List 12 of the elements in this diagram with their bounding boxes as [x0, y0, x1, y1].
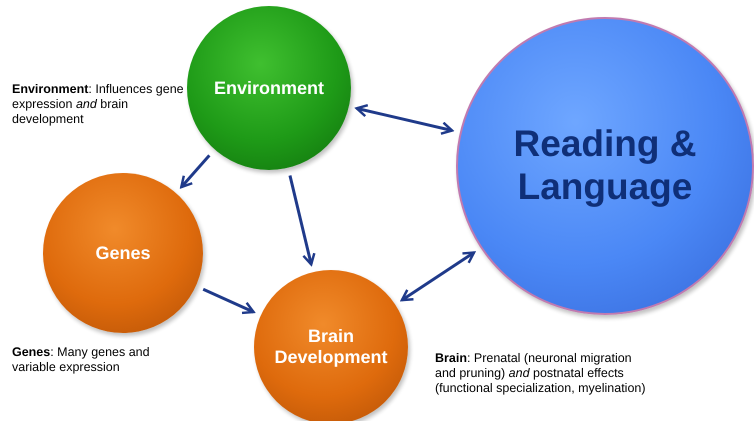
arrow: [355, 104, 454, 135]
note-text: Brain: Prenatal (neuronal migration and pruning) and postnatal effects (functional specialization, myelination): [435, 351, 647, 396]
arrow: [180, 154, 210, 188]
node-label: Genes: [95, 242, 151, 264]
node-label: Environment: [214, 78, 324, 98]
node-label: Reading & Language: [512, 123, 698, 209]
note-text: Genes: Many genes and variable expression: [12, 345, 151, 375]
arrow: [400, 251, 476, 302]
arrow: [288, 175, 316, 266]
arrow: [202, 288, 255, 314]
node-label: Brain Development: [273, 326, 389, 368]
note-text: Environment: Influences gene expression and brain development: [12, 82, 185, 127]
